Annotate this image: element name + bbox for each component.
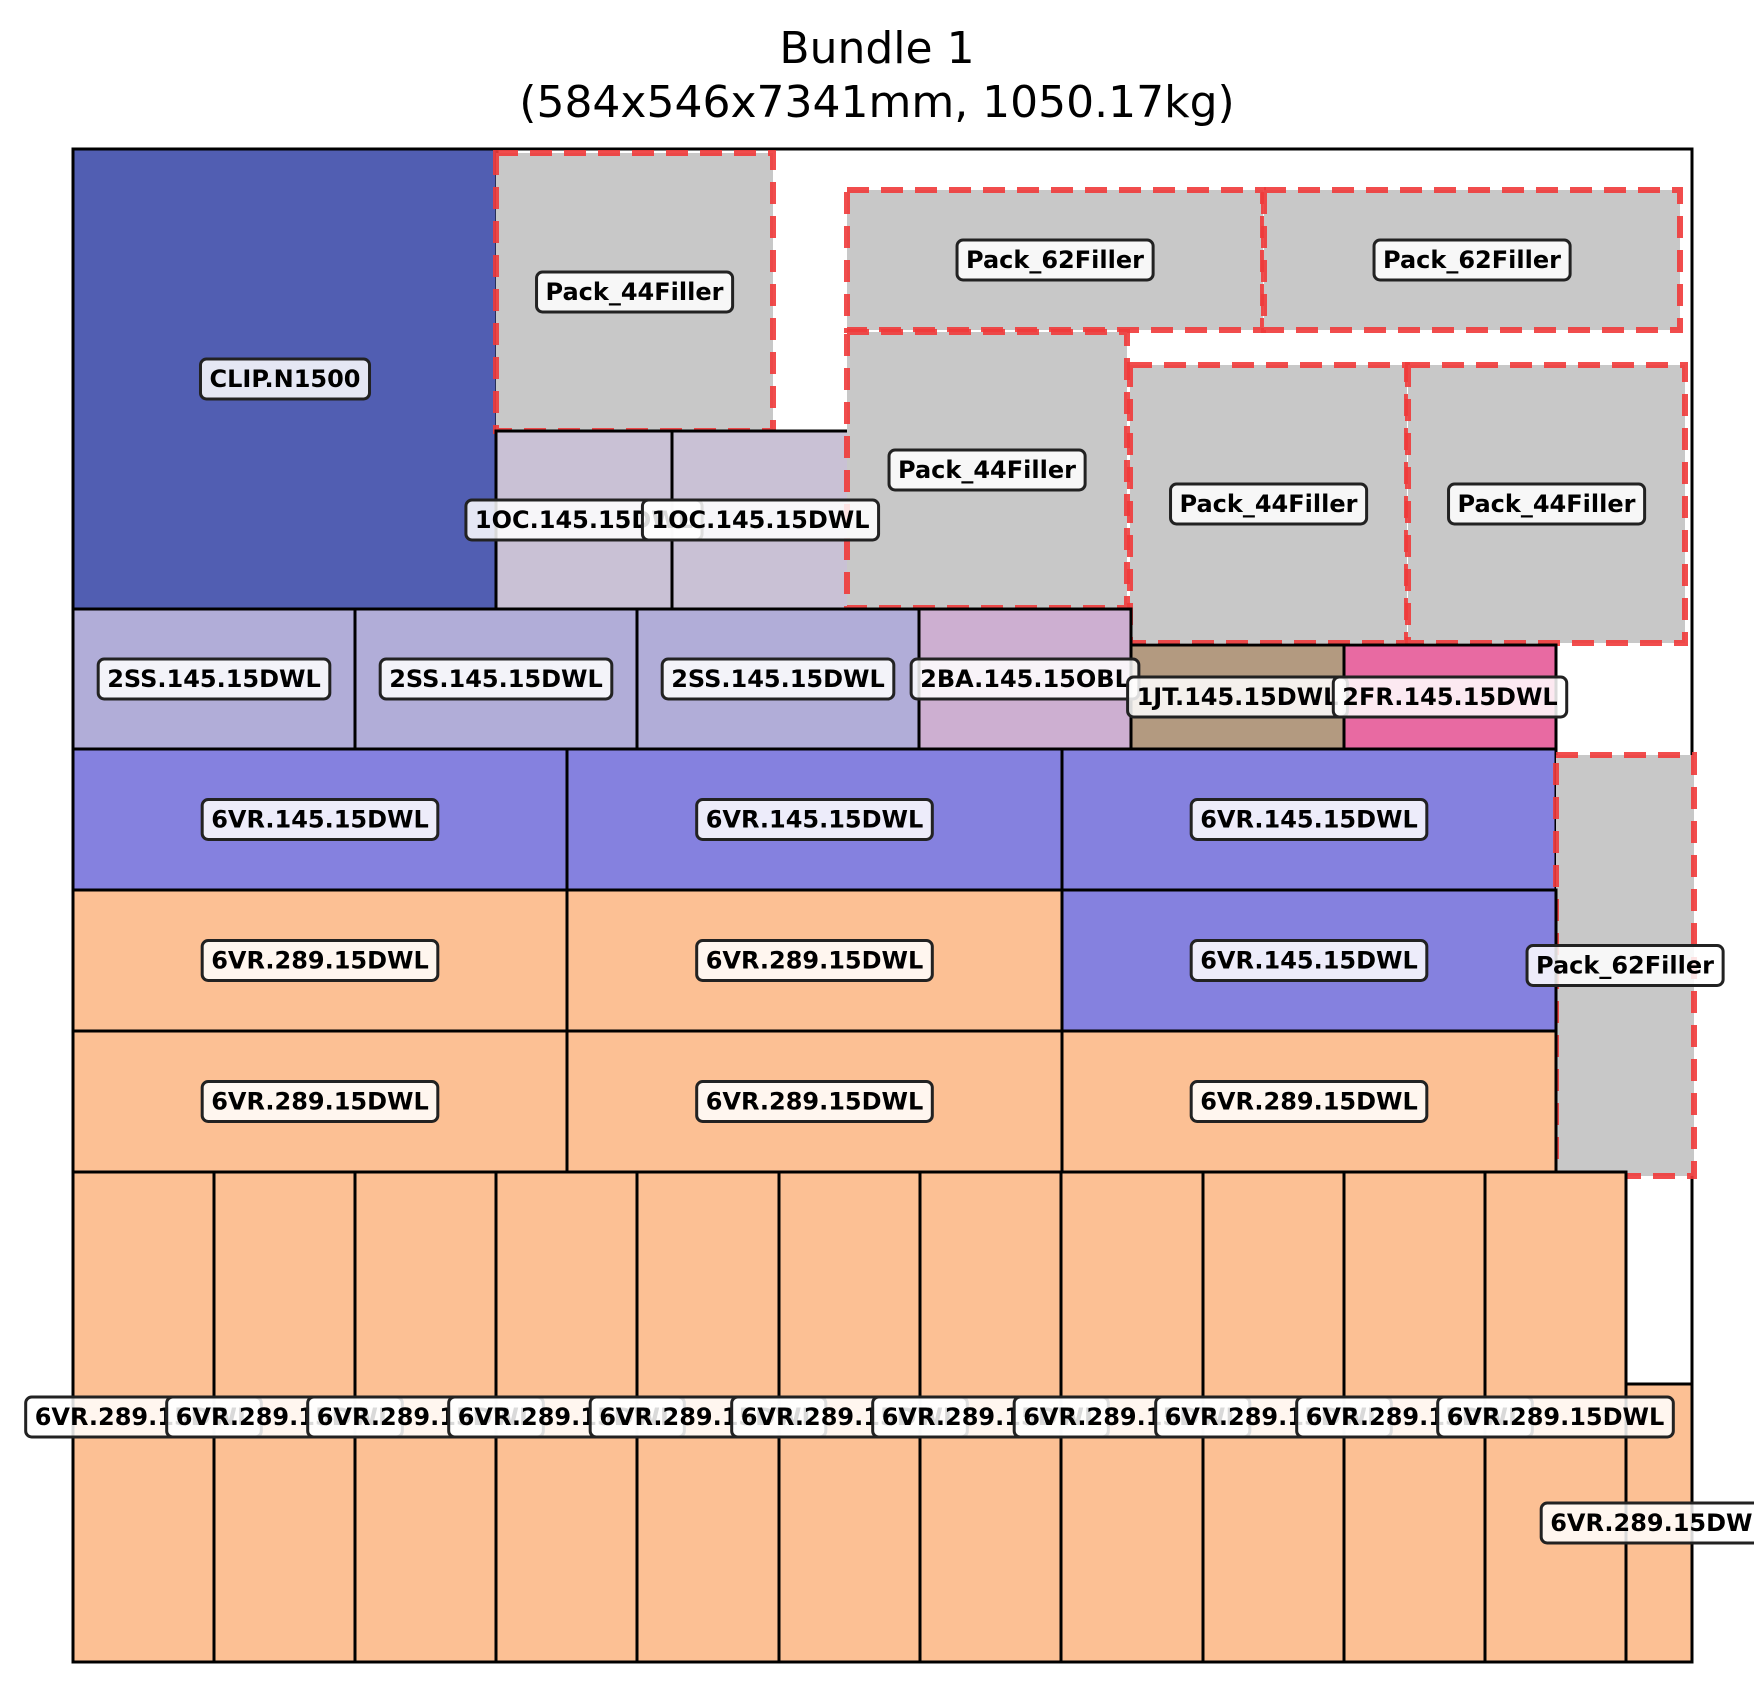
label-6vr-289-15dwl-36: 6VR.289.15DWL: [1539, 1501, 1754, 1545]
label-2fr-145-15dwl-14: 2FR.145.15DWL: [1331, 675, 1569, 719]
label-clip-n1500-0: CLIP.N1500: [198, 357, 372, 401]
label-background: [695, 1080, 934, 1123]
label-background: [887, 448, 1087, 492]
label-6vr-145-15dwl-15: 6VR.145.15DWL: [200, 798, 440, 841]
label-6vr-289-15dwl-22: 6VR.289.15DWL: [200, 1080, 440, 1123]
label-text: 2SS.145.15DWL: [671, 665, 885, 693]
label-2ba-145-15obl-12: 2BA.145.15OBL: [909, 657, 1141, 701]
box-6vr-289-15dwl-23: [565, 1029, 1064, 1174]
label-text: Pack_44Filler: [546, 278, 724, 306]
label-1jt-145-15dwl-13: 1JT.145.15DWL: [1126, 675, 1349, 719]
label-6vr-289-15dwl-23: 6VR.289.15DWL: [695, 1080, 934, 1123]
label-pack-44filler-6: Pack_44Filler: [887, 448, 1087, 492]
label-text: Pack_44Filler: [898, 456, 1076, 484]
label-text: Pack_62Filler: [966, 246, 1144, 274]
label-background: [535, 270, 735, 314]
label-text: 6VR.289.15DWL: [706, 1088, 924, 1116]
label-6vr-289-15dwl-24: 6VR.289.15DWL: [1189, 1080, 1429, 1123]
label-text: 2BA.145.15OBL: [920, 665, 1130, 693]
label-text: 6VR.289.15DWL: [211, 1088, 429, 1116]
label-6vr-145-15dwl-21: 6VR.145.15DWL: [1189, 939, 1429, 982]
label-text: 2SS.145.15DWL: [107, 665, 321, 693]
label-6vr-289-15dwl-35: 6VR.289.15DWL: [1436, 1395, 1675, 1439]
label-text: Pack_44Filler: [1180, 490, 1358, 518]
label-text: 6VR.145.15DWL: [1200, 947, 1418, 975]
label-background: [200, 798, 440, 841]
label-1oc-145-15dwl-5: 1OC.145.15DWL: [640, 498, 881, 542]
label-background: [1331, 675, 1569, 719]
label-background: [640, 498, 881, 542]
label-background: [198, 357, 372, 401]
label-6vr-289-15dwl-19: 6VR.289.15DWL: [200, 939, 440, 982]
title-line-1: Bundle 1: [779, 23, 975, 74]
label-background: [1189, 939, 1429, 982]
label-text: 6VR.289.15DWL: [706, 947, 924, 975]
label-background: [695, 939, 934, 982]
title-line-2: (584x546x7341mm, 1050.17kg): [519, 77, 1235, 128]
label-background: [378, 657, 614, 701]
label-text: 6VR.289.15DWL: [1447, 1403, 1665, 1431]
label-background: [1539, 1501, 1754, 1545]
label-text: 6VR.289.15DWL: [1200, 1088, 1418, 1116]
label-pack-62filler-2: Pack_62Filler: [955, 238, 1155, 282]
label-background: [200, 939, 440, 982]
label-text: 1JT.145.15DWL: [1137, 683, 1339, 711]
label-background: [96, 657, 332, 701]
label-text: 6VR.289.15DWL: [1550, 1509, 1754, 1537]
label-background: [200, 1080, 440, 1123]
label-background: [1372, 238, 1572, 282]
label-background: [1189, 798, 1429, 841]
label-pack-44filler-8: Pack_44Filler: [1447, 482, 1647, 526]
label-text: 6VR.145.15DWL: [211, 806, 429, 834]
label-background: [1436, 1395, 1675, 1439]
label-pack-44filler-1: Pack_44Filler: [535, 270, 735, 314]
label-background: [1189, 1080, 1429, 1123]
label-text: Pack_44Filler: [1458, 490, 1636, 518]
label-2ss-145-15dwl-10: 2SS.145.15DWL: [378, 657, 614, 701]
label-2ss-145-15dwl-9: 2SS.145.15DWL: [96, 657, 332, 701]
label-pack-62filler-18: Pack_62Filler: [1525, 944, 1725, 987]
label-pack-62filler-3: Pack_62Filler: [1372, 238, 1572, 282]
label-text: 2FR.145.15DWL: [1342, 683, 1557, 711]
diagram-title: Bundle 1 (584x546x7341mm, 1050.17kg): [0, 22, 1754, 130]
label-6vr-145-15dwl-16: 6VR.145.15DWL: [695, 798, 934, 841]
label-text: Pack_62Filler: [1536, 952, 1714, 980]
label-background: [1169, 482, 1369, 526]
label-text: 6VR.145.15DWL: [706, 806, 924, 834]
label-background: [1525, 944, 1725, 987]
label-2ss-145-15dwl-11: 2SS.145.15DWL: [660, 657, 896, 701]
label-background: [660, 657, 896, 701]
label-pack-44filler-7: Pack_44Filler: [1169, 482, 1369, 526]
label-background: [1447, 482, 1647, 526]
label-text: 6VR.289.15DWL: [211, 947, 429, 975]
label-background: [955, 238, 1155, 282]
label-text: 6VR.145.15DWL: [1200, 806, 1418, 834]
label-6vr-145-15dwl-17: 6VR.145.15DWL: [1189, 798, 1429, 841]
label-text: 1OC.145.15DWL: [651, 506, 869, 534]
label-background: [695, 798, 934, 841]
label-text: 2SS.145.15DWL: [389, 665, 603, 693]
label-text: CLIP.N1500: [209, 365, 360, 393]
label-6vr-289-15dwl-20: 6VR.289.15DWL: [695, 939, 934, 982]
label-text: Pack_62Filler: [1383, 246, 1561, 274]
